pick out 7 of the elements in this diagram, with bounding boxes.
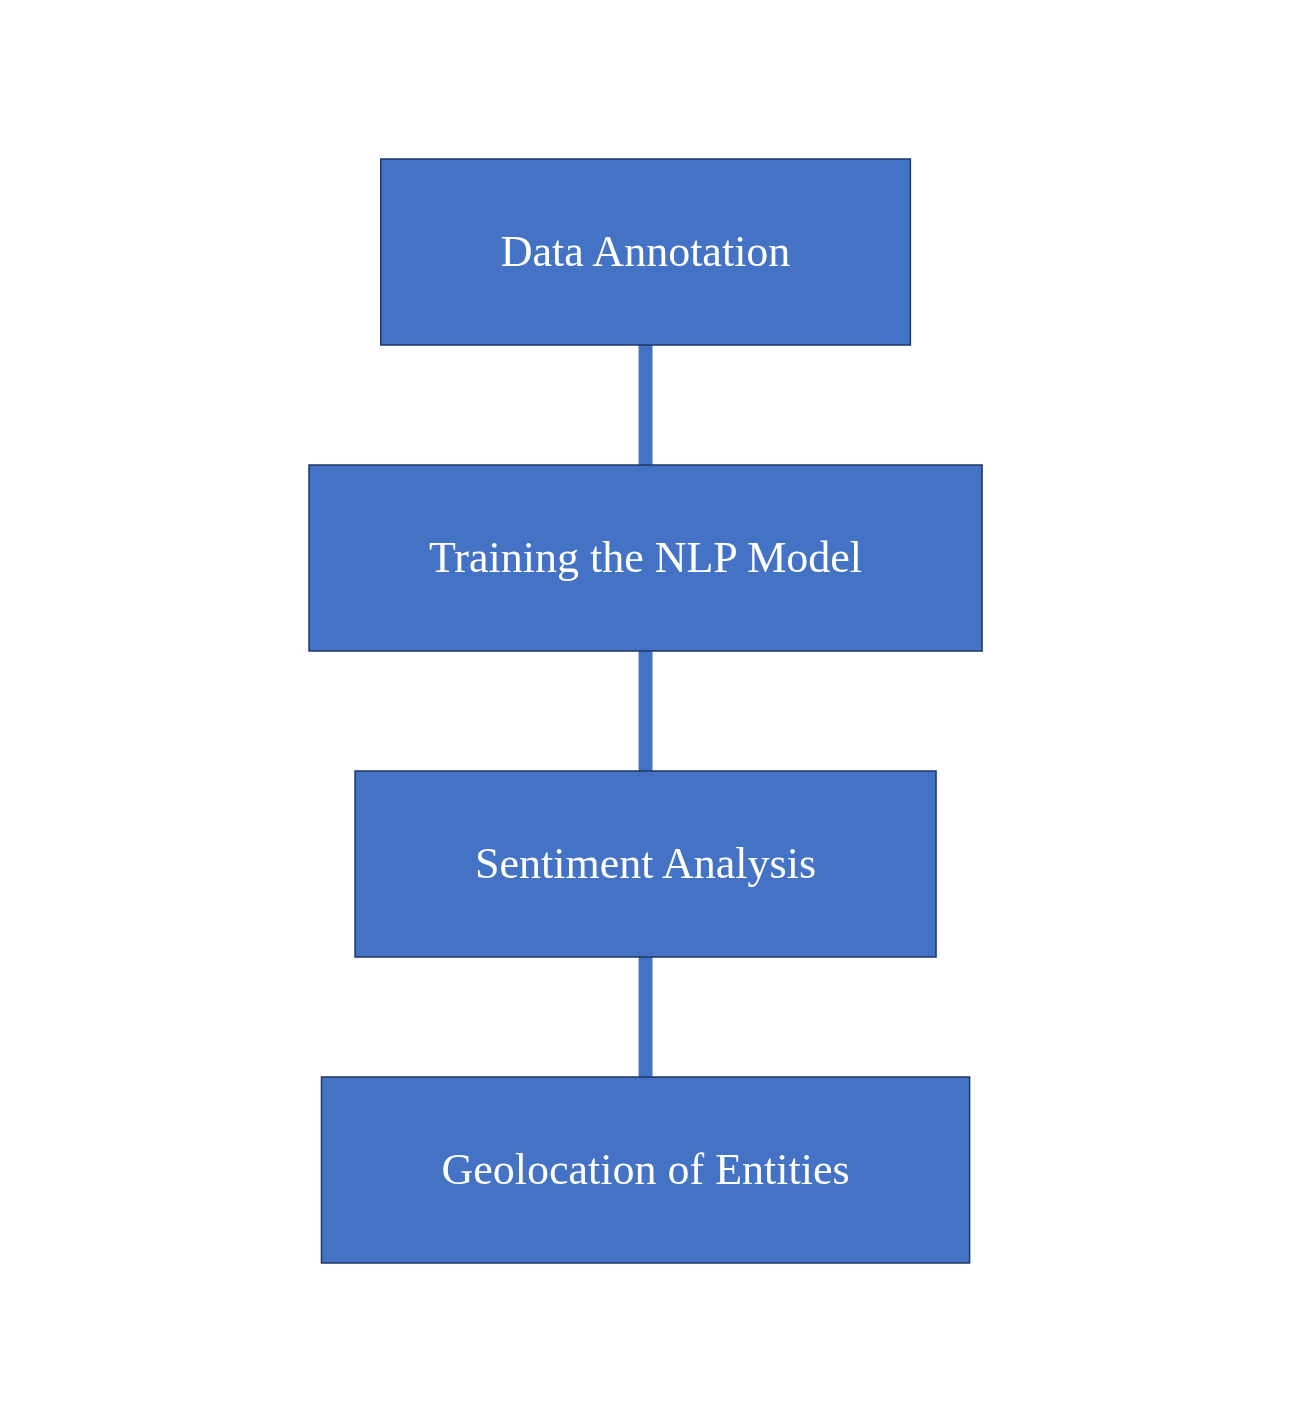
connector: [638, 956, 653, 1077]
node-box: Geolocation of Entities: [320, 1075, 971, 1264]
connector: [638, 650, 653, 771]
connector: [638, 344, 653, 465]
node-box: Training the NLP Model: [308, 463, 983, 652]
node-box: Sentiment Analysis: [354, 769, 937, 958]
node-box: Data Annotation: [379, 157, 912, 346]
